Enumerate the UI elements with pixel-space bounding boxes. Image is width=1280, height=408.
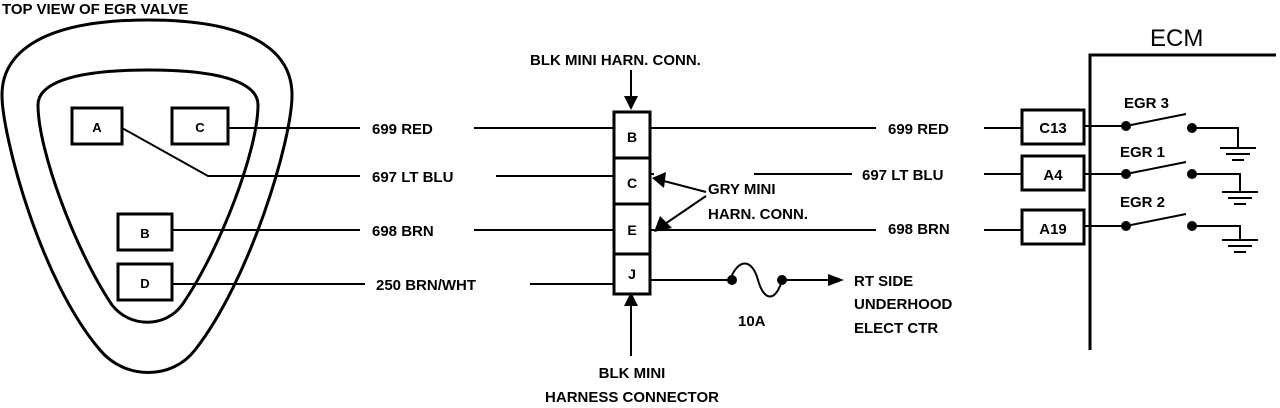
ecm-title: ECM bbox=[1150, 25, 1203, 52]
fuse-dot-left bbox=[727, 275, 737, 285]
fuse-dest-1: RT SIDE bbox=[854, 273, 913, 290]
ecm-terminal-c13: C13 bbox=[1020, 108, 1086, 146]
valve-pin-a: A bbox=[70, 106, 124, 146]
ecm-boundary bbox=[1088, 53, 1276, 350]
wire-label-right-1: 699 RED bbox=[888, 121, 949, 138]
gry-connector-label-2: HARN. CONN. bbox=[708, 206, 808, 223]
ecm-terminal-a19: A19 bbox=[1020, 208, 1086, 246]
wire-label-left-3: 698 BRN bbox=[372, 223, 434, 240]
valve-pin-c: C bbox=[170, 106, 230, 146]
fuse-dest-3: ELECT CTR bbox=[854, 320, 938, 337]
diagram-title: TOP VIEW OF EGR VALVE bbox=[2, 1, 188, 18]
gry-arrow-c bbox=[659, 179, 707, 193]
wire-label-left-1: 699 RED bbox=[372, 121, 433, 138]
wire-label-right-3: 698 BRN bbox=[888, 221, 950, 238]
fuse-rating: 10A bbox=[738, 313, 766, 330]
egr3-switch: EGR 3 bbox=[1084, 95, 1256, 161]
connector-bottom-label-1: BLK MINI bbox=[599, 365, 666, 382]
wire-label-left-2: 697 LT BLU bbox=[372, 169, 453, 186]
svg-text:A4: A4 bbox=[1043, 167, 1063, 184]
connector-pin-e: E bbox=[627, 222, 636, 238]
connector-body: B C E J bbox=[612, 110, 652, 296]
connector-pin-b: B bbox=[627, 129, 637, 145]
fuse-dest-2: UNDERHOOD bbox=[854, 296, 953, 313]
svg-text:C13: C13 bbox=[1039, 120, 1067, 137]
connector-bottom-label-2: HARNESS CONNECTOR bbox=[545, 389, 719, 406]
svg-text:A: A bbox=[92, 120, 102, 135]
fuse-arrowhead bbox=[828, 274, 844, 286]
valve-pin-b: B bbox=[116, 212, 174, 252]
svg-text:D: D bbox=[140, 276, 149, 291]
egr-valve bbox=[0, 18, 294, 374]
gry-arrowhead-c bbox=[652, 172, 666, 188]
svg-text:B: B bbox=[140, 226, 149, 241]
connector-top-label: BLK MINI HARN. CONN. bbox=[530, 52, 701, 69]
connector-pin-j: J bbox=[628, 266, 636, 282]
egr2-switch: EGR 2 bbox=[1084, 194, 1258, 253]
connector-pin-c: C bbox=[627, 175, 637, 191]
wire-a-left-a bbox=[121, 127, 360, 177]
egr1-label: EGR 1 bbox=[1120, 144, 1165, 161]
egr2-label: EGR 2 bbox=[1120, 194, 1165, 211]
valve-pin-d: D bbox=[116, 262, 174, 302]
svg-text:C: C bbox=[195, 120, 205, 135]
egr1-switch: EGR 1 bbox=[1084, 144, 1258, 205]
ecm-terminal-a4: A4 bbox=[1020, 154, 1086, 192]
svg-text:A19: A19 bbox=[1039, 221, 1067, 238]
connector-top-arrowhead bbox=[624, 96, 638, 110]
fuse-symbol bbox=[729, 262, 783, 298]
egr3-label: EGR 3 bbox=[1124, 95, 1169, 112]
gry-connector-label-1: GRY MINI bbox=[708, 181, 776, 198]
gry-arrowhead-e bbox=[654, 216, 672, 232]
gry-arrow-e bbox=[661, 195, 707, 227]
wire-label-left-4: 250 BRN/WHT bbox=[376, 277, 476, 294]
connector-bottom-arrowhead bbox=[624, 292, 638, 306]
wire-label-right-2: 697 LT BLU bbox=[862, 167, 943, 184]
